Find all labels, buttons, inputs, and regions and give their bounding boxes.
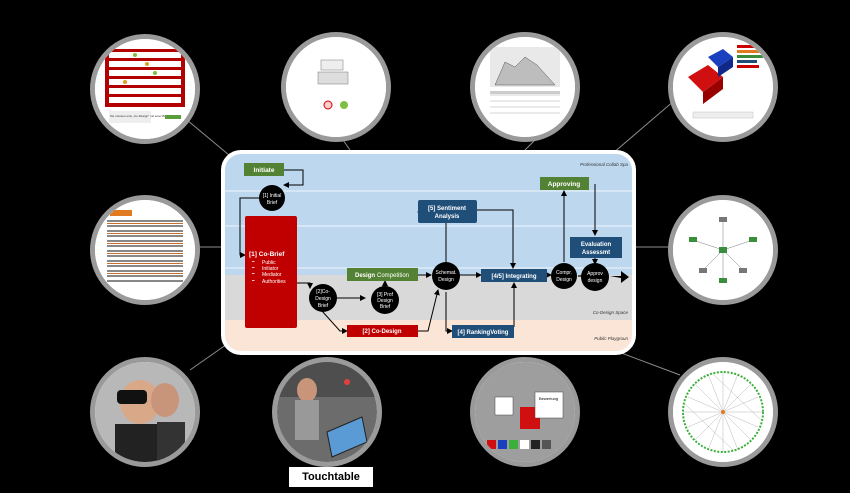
node-codesign-brief-line2: Design: [315, 296, 331, 302]
network-graph-image: [673, 362, 773, 462]
thumbnail-mind-map[interactable]: [668, 195, 778, 305]
thumbnail-ranking[interactable]: [470, 32, 580, 142]
thumbnail-3d-model[interactable]: [668, 32, 778, 142]
node-ranking-voting[interactable]: [452, 325, 514, 338]
node-initial-brief-line2: Brief: [267, 200, 278, 206]
competition-word-competition: Competition: [377, 273, 409, 279]
node-approv-line1: Approv: [587, 271, 603, 277]
process-diagram-panel: Professional Collab Spa Co-Design Space …: [221, 150, 636, 355]
node-codesign-brief[interactable]: [309, 284, 337, 312]
edge-codesign-brief-to-codesign: [321, 310, 348, 334]
node-codesign-brief-line3: Brief: [318, 303, 329, 309]
3d-blocks-image: Bewertung: [475, 362, 575, 462]
survey-footer-text: Sie müssen eine „Co-Design" mit einer Br…: [110, 114, 182, 118]
node-design-competition[interactable]: [347, 268, 418, 281]
thumbnail-network-graph[interactable]: [668, 357, 778, 467]
node-prof-design-brief[interactable]: [371, 286, 399, 314]
node-evaluation[interactable]: [570, 237, 622, 258]
node-approving[interactable]: [540, 177, 589, 190]
blocks-dialog-title: Bewertung: [539, 396, 558, 401]
survey-table-image: Sie müssen eine „Co-Design" mit einer Br…: [95, 39, 195, 139]
3d-model-image: [673, 37, 773, 137]
node-prof-brief-line3: Brief: [380, 304, 391, 310]
node-evaluation-line2: Assessmt: [582, 250, 610, 256]
layer-label-public: Public Playgroun: [594, 336, 628, 341]
node-cobrief-item-authorities: Authorities: [262, 279, 286, 285]
text-list-image: [95, 200, 195, 300]
node-prof-brief-line1: [3] Prof: [377, 292, 394, 298]
thumbnail-vr-photo[interactable]: [90, 357, 200, 467]
layer-label-professional: Professional Collab Spa: [580, 162, 629, 167]
node-initiate-label: Initiate: [254, 167, 275, 174]
thumbnail-text-list[interactable]: [90, 195, 200, 305]
sketch-image: [286, 37, 386, 137]
node-schemat-design[interactable]: [432, 262, 460, 290]
node-prof-brief-line2: Design: [377, 298, 393, 304]
node-sentiment-line2: Analysis: [435, 214, 460, 220]
touchtable-photo-image: [277, 362, 377, 462]
edge-schemat-to-ranking: [445, 292, 453, 334]
thumbnail-touchtable-photo[interactable]: [272, 357, 382, 467]
thumbnail-survey-table[interactable]: Sie müssen eine „Co-Design" mit einer Br…: [90, 34, 200, 144]
edge-cobrief-to-codesign-brief: [297, 282, 313, 289]
thumbnail-3d-blocks[interactable]: Bewertung: [470, 357, 580, 467]
node-cobrief-item-mediator: Mediator: [262, 272, 282, 278]
node-cobrief-title: [1] Co-Brief: [249, 251, 285, 258]
ranking-image: [475, 37, 575, 137]
node-schemat-line2: Design: [438, 277, 454, 283]
node-compr-design[interactable]: [551, 263, 577, 289]
competition-word-design: Design: [355, 273, 375, 279]
node-ranking-label: [4] RankingVoting: [458, 330, 509, 336]
edge-initiate-to-initial-brief: [283, 169, 304, 188]
node-codesign-brief-line1: [2]Co-: [316, 289, 330, 295]
edge-sentiment-to-integrating: [477, 209, 516, 269]
node-initiate[interactable]: [244, 163, 284, 176]
node-codesign-label: [2] Co-Design: [363, 329, 402, 335]
node-integrating-label: [4/5] Integrating: [491, 274, 536, 280]
node-cobrief-item-public: Public: [262, 260, 276, 266]
node-approv-design[interactable]: [581, 263, 609, 291]
touchtable-caption: Touchtable: [289, 467, 373, 487]
layer-label-codesign: Co-Design Space: [593, 310, 629, 315]
node-sentiment-line1: [5] Sentiment: [428, 206, 466, 212]
node-schemat-line1: Schemat.: [435, 270, 456, 276]
vr-photo-image: [95, 362, 195, 462]
node-compr-line2: Design: [556, 277, 572, 283]
node-evaluation-line1: Evaluation: [581, 242, 612, 248]
node-codesign[interactable]: [347, 325, 418, 337]
mind-map-image: [673, 200, 773, 300]
node-approving-label: Approving: [548, 181, 581, 188]
node-integrating[interactable]: [481, 269, 547, 282]
edge-initial-brief-to-cobrief: [239, 197, 260, 258]
node-initial-brief-line1: [1] Initial: [263, 193, 282, 199]
node-cobrief[interactable]: [245, 216, 297, 328]
node-cobrief-item-initiator: Initiator: [262, 266, 279, 272]
edge-approv-output: [610, 271, 629, 283]
node-initial-brief[interactable]: [259, 185, 285, 211]
process-diagram: Professional Collab Spa Co-Design Space …: [225, 154, 632, 351]
node-compr-line1: Compr.: [556, 270, 572, 276]
node-sentiment-analysis[interactable]: [418, 200, 477, 223]
edge-codesign-to-schemat: [418, 289, 440, 332]
node-approv-line2: design: [588, 278, 603, 284]
thumbnail-sketch[interactable]: [281, 32, 391, 142]
